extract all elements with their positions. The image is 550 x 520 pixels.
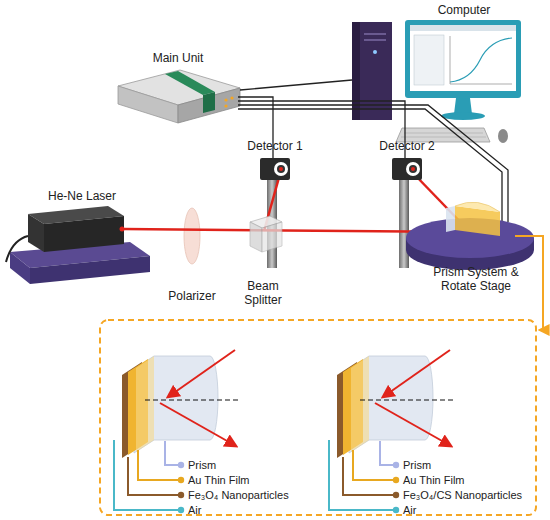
layer-label: Air (403, 504, 416, 517)
beam-splitter (250, 216, 282, 252)
laser (6, 236, 28, 262)
layer-label: Prism (188, 459, 216, 472)
laser (28, 214, 44, 252)
monitor (410, 25, 516, 31)
detector-stand (399, 180, 409, 268)
layer-stack (393, 492, 399, 498)
main-unit (118, 86, 178, 123)
laser (10, 252, 30, 284)
layer-stack (178, 462, 184, 468)
detector (392, 158, 422, 180)
part-label: He-Ne Laser (48, 190, 116, 204)
computer-tower (364, 39, 386, 41)
layer-stack (353, 450, 393, 480)
layer-stack (329, 440, 393, 510)
cable (238, 105, 508, 222)
layer-stack (160, 403, 236, 446)
computer-tower (364, 33, 386, 35)
inset-frame (100, 320, 536, 515)
layer-label: Prism (403, 459, 431, 472)
monitor (454, 98, 472, 114)
detector (277, 165, 285, 173)
part-label: Beam Splitter (237, 280, 289, 308)
beam-splitter (250, 222, 262, 252)
layer-stack (165, 441, 178, 465)
rotate-stage (406, 202, 534, 270)
detector (260, 158, 422, 180)
detector-stand (267, 180, 409, 268)
monitor (450, 36, 451, 84)
main-unit (165, 71, 215, 95)
layer-label: Au Thin Film (188, 474, 250, 487)
laser (44, 216, 124, 252)
monitor (410, 25, 516, 91)
computer-tower (373, 50, 377, 54)
layer-stack (383, 350, 450, 397)
layer-stack (375, 403, 451, 446)
layer-stack (380, 441, 393, 465)
monitor (441, 112, 485, 120)
detector (279, 167, 283, 171)
layer-stack (351, 356, 369, 452)
main-unit (224, 104, 227, 107)
laser (120, 227, 125, 232)
main-unit (224, 98, 227, 101)
monitor (450, 84, 512, 85)
layer-label: Air (188, 504, 201, 517)
laser (30, 256, 150, 284)
layer-stack (393, 462, 399, 468)
layer-stack (145, 399, 240, 400)
monitor (414, 35, 444, 85)
keyboard (401, 137, 486, 138)
main-unit (230, 96, 233, 99)
polarizer (184, 208, 200, 264)
layer-stack (360, 399, 455, 400)
layer-label: Fe₃O₄/CS Nanoparticles (403, 489, 522, 502)
main-unit (203, 92, 215, 113)
layer-stack (178, 492, 184, 498)
layer-stack (136, 356, 154, 452)
layer-stack (393, 477, 399, 483)
layer-label: Au Thin Film (403, 474, 465, 487)
layer-stack (114, 440, 178, 510)
part-label: Main Unit (153, 52, 204, 66)
part-label: Detector 2 (379, 140, 434, 154)
layer-stack (128, 457, 178, 495)
cable (238, 80, 508, 224)
keyboard (404, 133, 483, 134)
laser-beam (124, 174, 470, 232)
detector (411, 167, 415, 171)
polarizer (184, 208, 200, 264)
rotate-stage (455, 202, 500, 212)
cable (238, 109, 502, 224)
monitor (450, 38, 512, 82)
rotate-stage (446, 206, 455, 232)
inset-pointer (515, 236, 543, 330)
layer-stack (343, 457, 393, 495)
layer-stack (138, 450, 178, 480)
layer-label: Fe₃O₄ Nanoparticles (188, 489, 289, 502)
main-unit (118, 70, 240, 123)
cable (240, 80, 352, 90)
inset-pointer (515, 236, 543, 330)
part-label: Detector 1 (247, 140, 302, 154)
layer-stack (168, 350, 235, 397)
layer-stack (178, 507, 184, 513)
detector (409, 165, 417, 173)
part-label: Computer (438, 4, 491, 18)
part-label: Prism System & Rotate Stage (416, 266, 536, 294)
monitor (405, 20, 521, 98)
detector (406, 162, 420, 176)
detector (260, 158, 290, 180)
part-label: Polarizer (168, 290, 215, 304)
layer-stack (178, 477, 184, 483)
keyboard (498, 129, 508, 143)
beam-splitter (262, 222, 282, 252)
detector (274, 162, 288, 176)
layer-stack (393, 507, 399, 513)
laser (6, 206, 150, 284)
